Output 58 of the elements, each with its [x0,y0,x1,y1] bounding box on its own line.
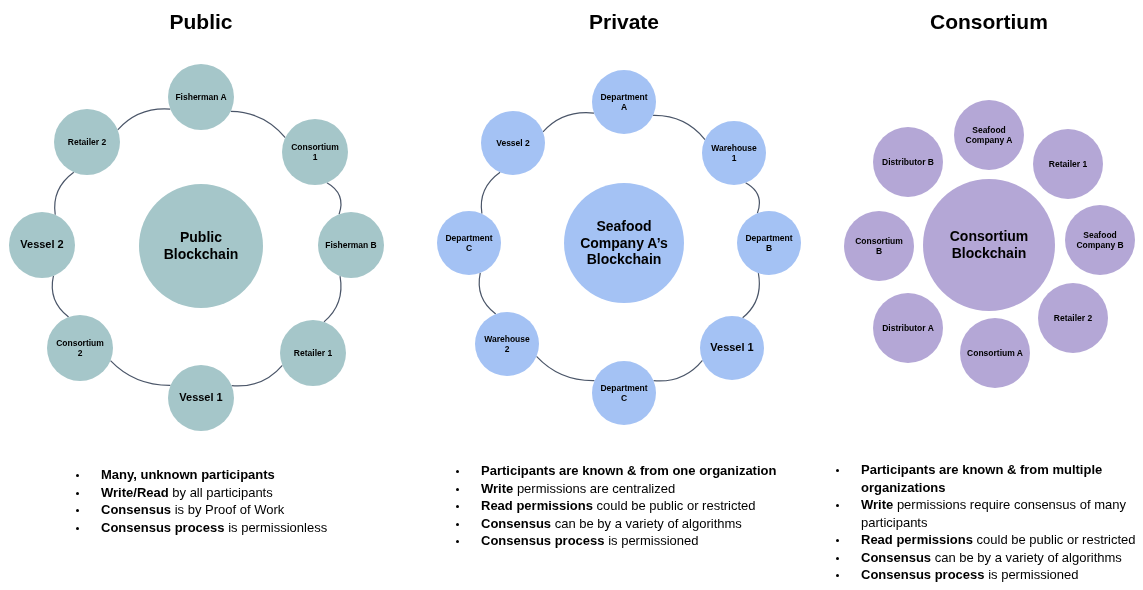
node-label: Retailer 1 [1048,158,1088,170]
bullet-text: Read permissions could be public or restricted [861,531,1136,549]
bullet-text: Participants are known & from one organization [481,462,777,480]
connector-line [745,182,760,214]
node-label: Warehouse 1 [710,142,758,164]
node-label: Consortium 1 [290,141,340,163]
bullet-text: Consensus process is permissioned [481,532,699,550]
bullet-text: Consensus is by Proof of Work [101,501,285,519]
connector-line [480,171,501,215]
bullet-text: Many, unknown participants [101,466,275,484]
node-label: Seafood Company A’s Blockchain [579,217,669,269]
connector-line [478,272,497,315]
node-label: Consortium A [967,347,1023,359]
connector-line [230,110,286,139]
node-label: Department A [599,91,649,113]
node-label: Consortium Blockchain [948,228,1030,262]
node-label: Retailer 1 [293,347,333,359]
node-label: Distributor A [882,322,934,334]
node-label: Consortium 2 [55,337,105,359]
node-label: Consortium B [854,235,904,257]
connector-line [54,171,75,216]
bullet-text: Consensus can be by a variety of algorithms [861,548,1122,566]
connector-line [652,359,704,382]
bullet-text: Consensus process is permissionless [101,518,328,536]
node-label: Retailer 2 [67,136,107,148]
connector-line [117,108,171,131]
node-label: Public Blockchain [162,229,240,263]
node-label: Fisherman B [325,239,377,251]
connector-line [652,114,706,141]
panel-title: Private [589,10,660,34]
bullet-text: Consensus process is permissioned [861,566,1079,584]
node-label: Seafood Company A [964,124,1014,146]
connector-line [323,275,342,323]
connector-line [742,272,760,319]
node-label: Warehouse 2 [483,333,531,355]
node-label: Fisherman A [175,91,227,103]
node-label: Department B [744,232,794,254]
connector-line [326,182,342,215]
node-label: Seafood Company B [1075,229,1125,251]
bullet-text: Write permissions are centralized [481,479,676,497]
node-label: Vessel 1 [710,341,754,355]
node-label: Vessel 2 [496,137,530,149]
bullet-text: Write/Read by all participants [101,483,273,501]
node-label: Retailer 2 [1053,312,1093,324]
panel-title: Public [169,10,233,34]
node-label: Vessel 2 [20,238,64,252]
node-label: Department C [599,382,649,404]
panel-title: Consortium [930,10,1048,34]
connector-line [535,355,596,382]
connector-line [51,275,70,318]
bullet-text: Read permissions could be public or restricted [481,497,756,515]
connector-line [542,112,595,133]
node-label: Distributor B [882,156,934,168]
connector-line [231,364,283,387]
bullet-text: Consensus can be by a variety of algorithms [481,514,742,532]
node-label: Department C [444,232,494,254]
node-label: Vessel 1 [179,391,223,405]
connector-line [109,360,172,386]
